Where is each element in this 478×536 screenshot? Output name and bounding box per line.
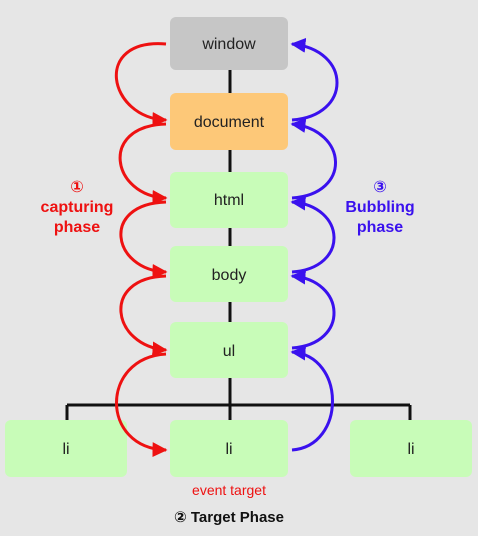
bubbling-arrow-li-ul xyxy=(290,345,334,452)
node-li-left-box xyxy=(5,420,127,477)
capturing-phase-number: ① xyxy=(70,179,84,196)
node-document-label: document xyxy=(194,114,265,131)
node-ul-box xyxy=(170,322,288,378)
node-body: body xyxy=(170,246,288,302)
bubbling-arrow-document-window xyxy=(290,37,339,122)
node-body-label: body xyxy=(212,267,247,284)
capturing-phase-label: ① capturing phase xyxy=(41,179,114,236)
target-phase-label: ② Target Phase xyxy=(174,509,284,526)
node-html-box xyxy=(170,172,288,228)
node-li-center-box xyxy=(170,420,288,477)
node-li-right-label: li xyxy=(407,441,414,458)
capturing-phase-line2: phase xyxy=(54,219,100,236)
node-li-center: li xyxy=(170,420,288,477)
node-li-right-box xyxy=(350,420,472,477)
tree-connectors xyxy=(65,70,412,420)
bubbling-phase-label: ③ Bubbling phase xyxy=(345,179,414,236)
node-ul: ul xyxy=(170,322,288,378)
node-window: window xyxy=(170,17,288,70)
capturing-arrow-document-html xyxy=(118,122,168,205)
node-li-left: li xyxy=(5,420,127,477)
node-html: html xyxy=(170,172,288,228)
bubbling-arrow-ul-body xyxy=(290,269,336,350)
bubbling-arrows xyxy=(290,37,339,452)
bubbling-phase-line1: Bubbling xyxy=(345,199,414,216)
capturing-arrow-body-ul xyxy=(119,274,168,357)
bubbling-arrow-html-document xyxy=(290,117,337,200)
node-document: document xyxy=(170,93,288,150)
bubbling-arrow-body-html xyxy=(290,195,336,274)
capturing-arrow-html-body xyxy=(119,200,168,279)
bubbling-phase-line2: phase xyxy=(357,219,403,236)
node-li-left-label: li xyxy=(62,441,69,458)
capturing-arrows xyxy=(114,42,168,458)
capturing-arrow-window-document xyxy=(114,42,168,128)
capturing-phase-line1: capturing xyxy=(41,199,114,216)
node-window-label: window xyxy=(201,36,256,53)
node-document-box xyxy=(170,93,288,150)
capturing-arrow-ul-li xyxy=(115,352,168,458)
bubbling-phase-number: ③ xyxy=(373,179,387,196)
node-li-center-label: li xyxy=(225,441,232,458)
node-li-right: li xyxy=(350,420,472,477)
node-html-label: html xyxy=(214,192,244,209)
node-ul-label: ul xyxy=(223,343,235,360)
node-body-box xyxy=(170,246,288,302)
event-target-caption: event target xyxy=(192,482,266,498)
node-window-box xyxy=(170,17,288,70)
